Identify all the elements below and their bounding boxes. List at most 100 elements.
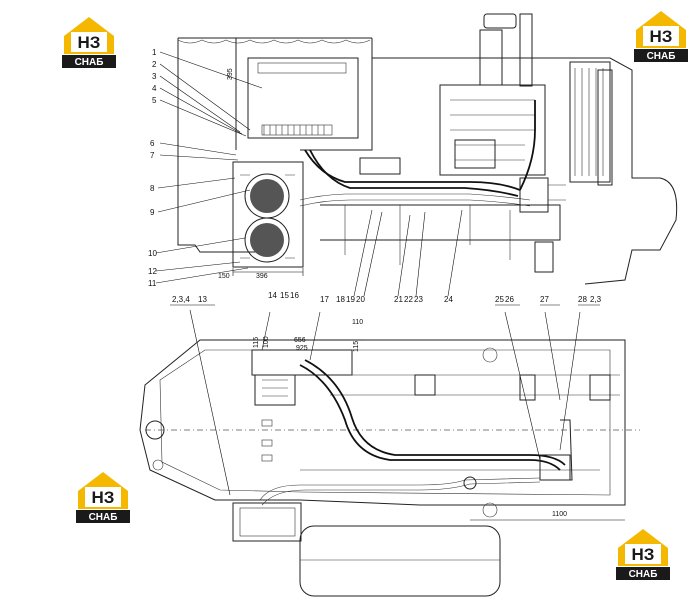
callout-leaders-mid xyxy=(170,209,600,306)
logo-icon: НЗ СНАБ xyxy=(76,472,130,523)
brand-logo-bottom-right: НЗ СНАБ xyxy=(614,526,672,582)
hole-2 xyxy=(482,347,498,363)
callout-4: 4 xyxy=(152,84,157,93)
callout-1: 1 xyxy=(152,48,157,57)
plan-view: 110 115 100 656 925 115 1100 xyxy=(139,309,640,597)
callout-27: 27 xyxy=(540,295,549,304)
callout-25: 25 xyxy=(495,295,504,304)
logo-word: СНАБ xyxy=(647,51,676,62)
dim-110: 110 xyxy=(352,319,363,326)
side-view: 150 396 395 xyxy=(177,13,678,285)
plan-box-2 xyxy=(519,374,536,401)
engine-exhaust xyxy=(479,29,503,86)
ac-unit xyxy=(247,57,359,139)
cabin-roof-wave xyxy=(177,39,371,44)
callout-14: 14 xyxy=(268,291,277,300)
callout-6: 6 xyxy=(150,139,155,148)
brand-logo-bottom-left: НЗ СНАБ xyxy=(74,469,132,525)
compressor-lines xyxy=(548,184,566,201)
valve-block xyxy=(534,241,554,273)
callout-24: 24 xyxy=(444,295,453,304)
radiator-fins xyxy=(574,68,604,176)
plan-rails xyxy=(300,374,620,471)
callout-21: 21 xyxy=(394,295,403,304)
hose-riser xyxy=(519,100,536,191)
grille-lines xyxy=(263,125,325,135)
engine-details xyxy=(450,99,535,161)
belt-plan xyxy=(560,419,573,481)
callout-12: 12 xyxy=(148,267,157,276)
condenser-frame xyxy=(232,161,304,268)
dim-150: 150 xyxy=(218,273,230,280)
slot-2 xyxy=(261,439,273,447)
fan-lower-core xyxy=(250,223,284,257)
callouts-middle-row: 2,3,4 13 14 15 16 17 18 19 20 21 22 23 2… xyxy=(170,209,602,306)
callout-2: 2 xyxy=(152,60,157,69)
dim-115-right: 115 xyxy=(353,341,360,352)
dim-115-left: 115 xyxy=(253,337,260,348)
callout-15: 15 xyxy=(280,291,289,300)
logo-mark-text: НЗ xyxy=(92,488,115,507)
callout-23: 23 xyxy=(414,295,423,304)
callout-20: 20 xyxy=(356,295,365,304)
callout-leaders-left xyxy=(155,51,263,284)
compressor xyxy=(519,177,549,213)
logo-mark-text: НЗ xyxy=(650,27,673,46)
plan-valve xyxy=(463,476,477,490)
plan-outline xyxy=(139,339,626,506)
radiator-tank xyxy=(597,69,613,186)
slot-1 xyxy=(261,419,273,427)
logo-icon: НЗ СНАБ xyxy=(634,11,688,62)
logo-mark-text: НЗ xyxy=(632,545,655,564)
hole-1 xyxy=(152,459,164,471)
body-outline-left xyxy=(177,150,270,253)
hose-3 xyxy=(299,193,531,201)
compressor-plan xyxy=(539,454,571,481)
plan-inner xyxy=(159,349,611,496)
fan-lower xyxy=(244,217,290,263)
callout-2-3-4: 2,3,4 xyxy=(172,295,190,304)
plan-hose-2 xyxy=(304,359,566,466)
callout-9: 9 xyxy=(150,208,155,217)
ac-unit-top xyxy=(257,62,347,74)
condenser-plan xyxy=(232,502,302,542)
dim-100: 100 xyxy=(263,336,270,348)
ac-unit-grille xyxy=(261,124,333,136)
plan-box-3 xyxy=(589,374,611,401)
callout-10: 10 xyxy=(148,249,157,258)
callout-26: 26 xyxy=(505,295,514,304)
callout-16: 16 xyxy=(290,291,299,300)
radiator xyxy=(569,61,611,183)
callout-18: 18 xyxy=(336,295,345,304)
callout-5: 5 xyxy=(152,96,157,105)
brand-logo-top-right: НЗ СНАБ xyxy=(632,8,690,64)
frame-box xyxy=(359,157,401,175)
frame-cross xyxy=(344,205,511,265)
ac-plan-box xyxy=(254,374,296,406)
plan-hose-1 xyxy=(299,364,561,471)
dim-395: 395 xyxy=(227,68,234,80)
logo-word: СНАБ xyxy=(629,569,658,580)
dim-925: 925 xyxy=(296,345,308,352)
logo-mark-text: НЗ xyxy=(78,33,101,52)
hole-3 xyxy=(482,502,498,518)
dim-656: 656 xyxy=(294,337,306,344)
condenser-mounts xyxy=(240,174,295,259)
engine-component xyxy=(454,139,496,169)
logo-icon: НЗ СНАБ xyxy=(62,17,116,68)
callout-17: 17 xyxy=(320,295,329,304)
callout-28: 28 xyxy=(578,295,587,304)
callout-leaders-plan xyxy=(189,309,581,496)
hose-2 xyxy=(309,149,519,197)
logo-word: СНАБ xyxy=(75,57,104,68)
engine-block xyxy=(439,84,546,176)
slot-3 xyxy=(261,454,273,462)
plan-box-1 xyxy=(414,374,436,396)
frame-rail xyxy=(320,204,561,241)
callout-13: 13 xyxy=(198,295,207,304)
callout-3: 3 xyxy=(152,72,157,81)
air-intake-cap xyxy=(483,13,517,29)
fan-upper-core xyxy=(250,179,284,213)
